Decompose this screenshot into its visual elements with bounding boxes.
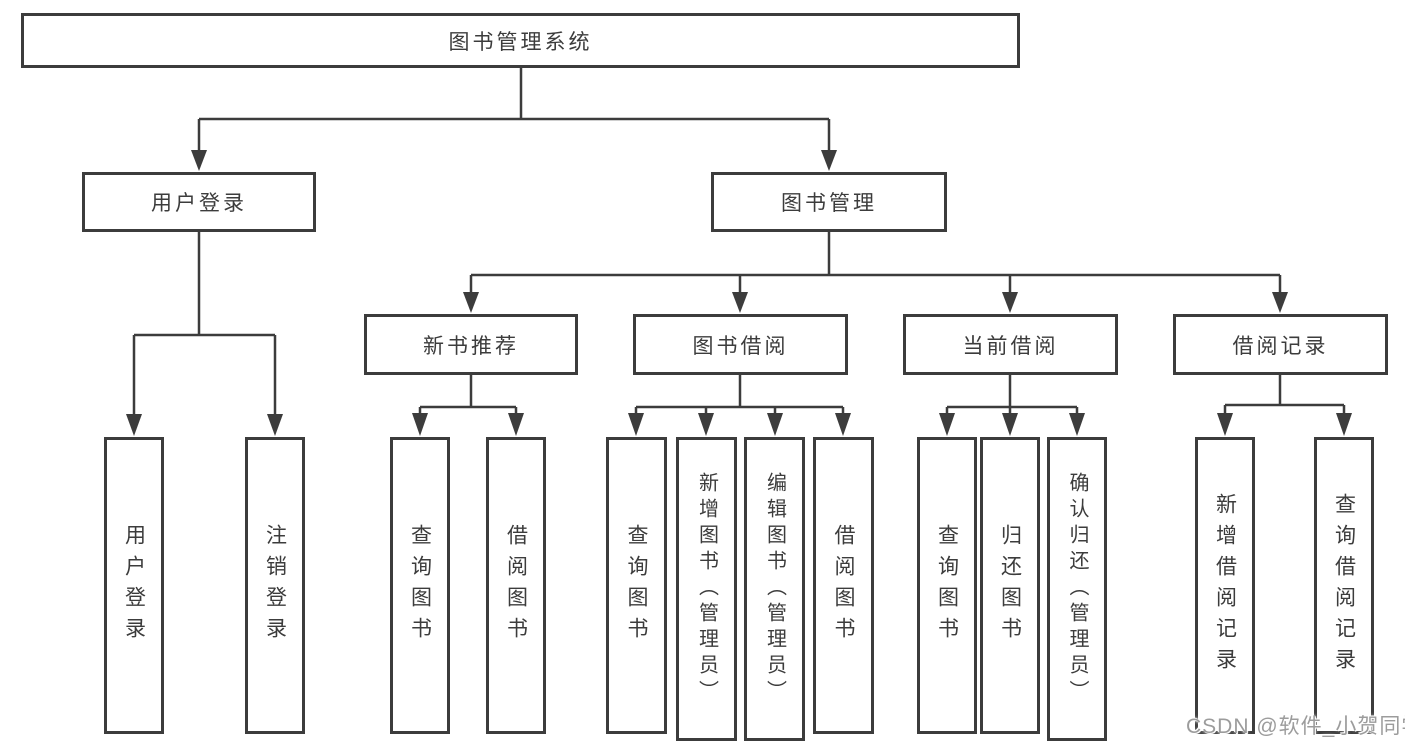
connector-borrow-records-to-leaves xyxy=(1217,374,1352,436)
leaf-label: 查询图书 xyxy=(935,523,959,648)
node-label: 用户登录 xyxy=(151,192,247,215)
connector-new-books-to-leaves xyxy=(412,374,524,436)
leaf-label: 归还图书 xyxy=(998,523,1022,648)
node-label: 图书管理系统 xyxy=(448,30,593,54)
leaf-label: 查询图书 xyxy=(625,523,648,648)
leaf-query-books-2: 查询图书 xyxy=(606,437,667,734)
node-label: 借阅记录 xyxy=(1232,334,1329,358)
node-user-login: 用户登录 xyxy=(82,172,316,232)
leaf-return-books: 归还图书 xyxy=(980,437,1040,734)
leaf-label: 注销登录 xyxy=(263,523,287,648)
connector-book-management-to-level3 xyxy=(463,231,1288,313)
leaf-logout: 注销登录 xyxy=(245,437,305,734)
node-root-library-system: 图书管理系统 xyxy=(21,13,1020,68)
connector-user-login-to-leaves xyxy=(126,231,283,436)
leaf-label: 借阅图书 xyxy=(832,523,855,648)
node-label: 当前借阅 xyxy=(962,334,1059,358)
node-label: 图书管理 xyxy=(781,192,877,215)
node-book-borrow: 图书借阅 xyxy=(633,314,848,375)
leaf-query-books-3: 查询图书 xyxy=(917,437,977,734)
leaf-query-borrow-record: 查询借阅记录 xyxy=(1314,437,1374,734)
leaf-label: 查询图书 xyxy=(408,523,432,648)
leaf-borrow-books-1: 借阅图书 xyxy=(486,437,546,734)
node-borrow-records: 借阅记录 xyxy=(1173,314,1388,375)
connector-book-borrow-to-leaves xyxy=(628,374,851,436)
leaf-edit-books-admin: 编辑图书（管理员） xyxy=(744,437,805,741)
leaf-label: 编辑图书（管理员） xyxy=(763,472,786,706)
leaf-label: 新增借阅记录 xyxy=(1213,492,1237,679)
leaf-label: 用户登录 xyxy=(122,523,146,648)
leaf-confirm-return-admin: 确认归还（管理员） xyxy=(1047,437,1107,741)
csdn-watermark: CSDN @软件_小贺同学 xyxy=(1186,715,1405,738)
node-book-management: 图书管理 xyxy=(711,172,947,232)
leaf-borrow-books-2: 借阅图书 xyxy=(813,437,874,734)
leaf-user-login: 用户登录 xyxy=(104,437,164,734)
leaf-label: 查询借阅记录 xyxy=(1332,492,1356,679)
connector-current-borrow-to-leaves xyxy=(939,374,1085,436)
leaf-add-books-admin: 新增图书（管理员） xyxy=(676,437,737,741)
connector-root-to-level2 xyxy=(191,68,837,171)
node-label: 图书借阅 xyxy=(692,334,789,358)
leaf-label: 确认归还（管理员） xyxy=(1066,472,1088,706)
leaf-label: 借阅图书 xyxy=(504,523,528,648)
leaf-add-borrow-record: 新增借阅记录 xyxy=(1195,437,1255,734)
leaf-label: 新增图书（管理员） xyxy=(695,472,718,706)
node-current-borrow: 当前借阅 xyxy=(903,314,1118,375)
node-label: 新书推荐 xyxy=(423,334,519,358)
leaf-query-books-1: 查询图书 xyxy=(390,437,450,734)
node-new-book-recommend: 新书推荐 xyxy=(364,314,578,375)
